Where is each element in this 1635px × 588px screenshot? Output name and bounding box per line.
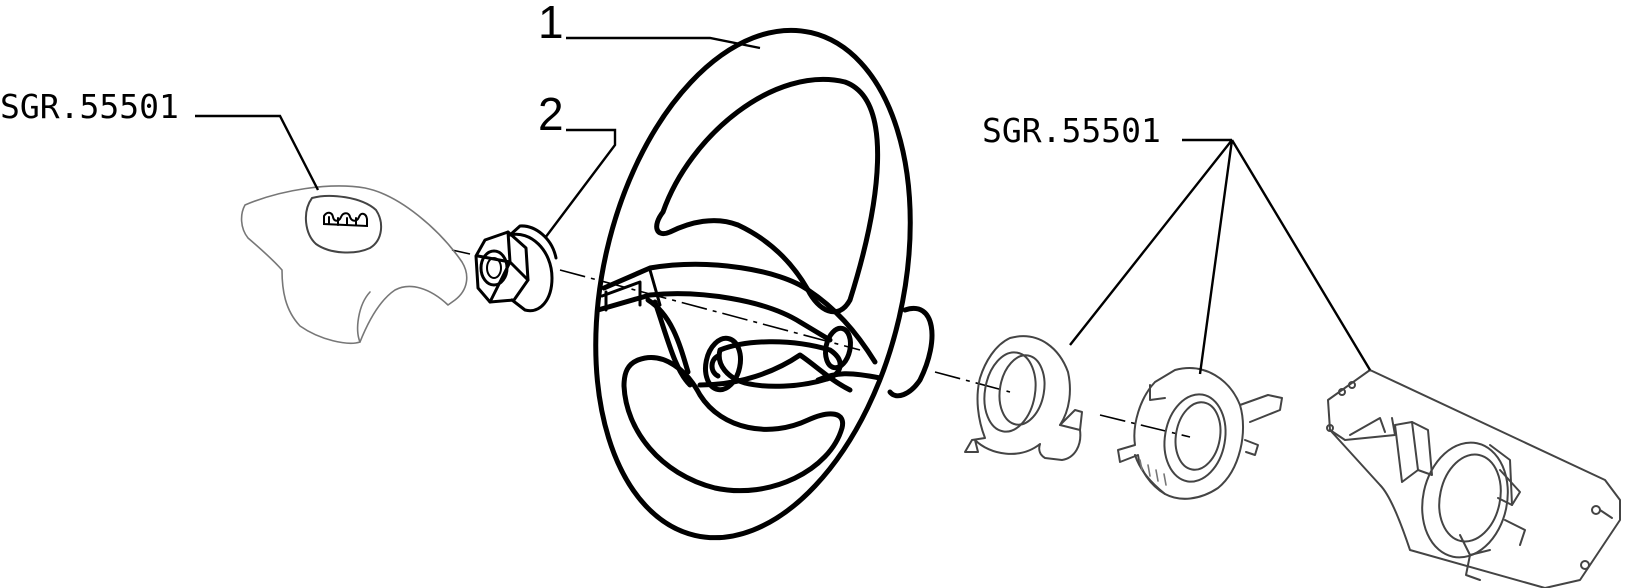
leader-ref-right <box>1069 138 1372 375</box>
steering-nut <box>474 224 558 313</box>
contact-plate <box>1117 367 1283 500</box>
reference-code-left: SGR.55501 <box>0 87 179 126</box>
part-number-1: 1 <box>538 0 564 48</box>
leader-lines <box>195 36 1372 375</box>
assembly-axis <box>451 249 1191 438</box>
stalk-switch-assembly <box>1326 369 1621 588</box>
airbag-module <box>240 185 468 345</box>
leader-ref-left <box>195 114 320 191</box>
clock-spring-ring <box>964 335 1083 461</box>
steering-wheel <box>593 27 935 541</box>
leader-part-2 <box>544 128 617 239</box>
part-number-2: 2 <box>538 88 564 140</box>
airbag-logo <box>323 211 368 228</box>
reference-code-right: SGR.55501 <box>982 111 1161 150</box>
leader-part-1 <box>566 36 761 50</box>
